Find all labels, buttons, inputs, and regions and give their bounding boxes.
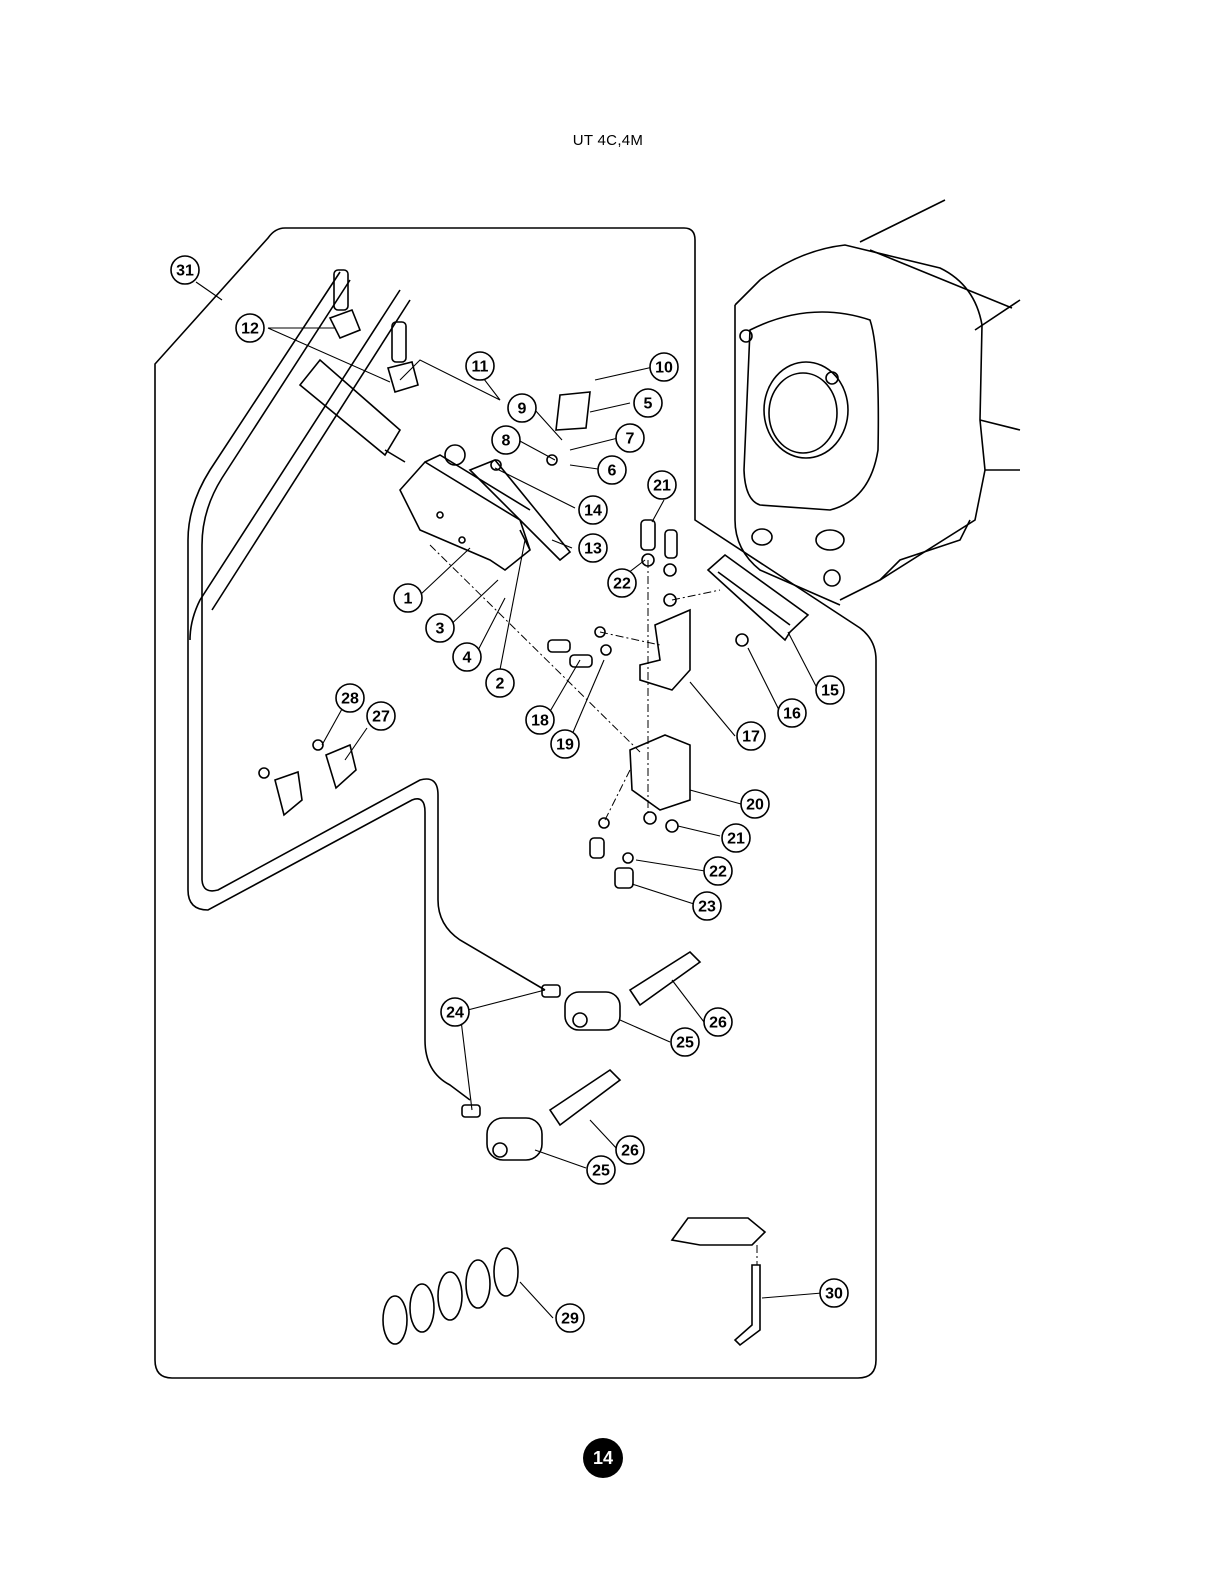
callout-label-29: 29 [561, 1311, 579, 1328]
rod-drawing [672, 1218, 765, 1345]
callout-label-27: 27 [372, 709, 390, 726]
callout-label-21: 21 [727, 831, 745, 848]
callout-label-23: 23 [698, 899, 716, 916]
callout-label-3: 3 [436, 621, 445, 638]
machine-head-drawing [735, 200, 1020, 605]
callout-label-13: 13 [584, 541, 602, 558]
callout-label-22: 22 [613, 576, 631, 593]
callout-label-22: 22 [709, 864, 727, 881]
callout-label-21: 21 [653, 478, 671, 495]
callout-label-11: 11 [472, 359, 489, 376]
page-number-badge: 14 [583, 1438, 623, 1478]
plate-drawing [556, 392, 590, 430]
callout-label-5: 5 [644, 396, 653, 413]
callout-label-17: 17 [742, 729, 760, 746]
callout-label-10: 10 [655, 360, 673, 377]
callout-label-30: 30 [825, 1286, 843, 1303]
y-fitting-drawing [462, 952, 700, 1160]
callout-label-20: 20 [746, 797, 764, 814]
callout-label-26: 26 [621, 1143, 639, 1160]
callout-label-1: 1 [404, 591, 413, 608]
callout-label-7: 7 [626, 431, 635, 448]
callout-label-14: 14 [584, 503, 602, 520]
solenoid-valve-drawing [300, 270, 418, 462]
callout-label-2: 2 [496, 676, 505, 693]
main-bracket-drawing [400, 445, 570, 570]
callout-label-31: 31 [176, 263, 194, 280]
callout-label-28: 28 [341, 691, 359, 708]
callout-label-18: 18 [531, 713, 549, 730]
callout-label-24: 24 [446, 1005, 464, 1022]
callout-label-15: 15 [821, 683, 839, 700]
callout-label-25: 25 [592, 1163, 610, 1180]
l-bracket-20-drawing [630, 735, 690, 810]
callout-label-8: 8 [502, 433, 511, 450]
callout-label-19: 19 [556, 737, 574, 754]
callout-label-9: 9 [518, 401, 527, 418]
callout-label-25: 25 [676, 1035, 694, 1052]
callout-label-6: 6 [608, 463, 617, 480]
callout-label-4: 4 [463, 650, 472, 667]
callout-label-16: 16 [783, 706, 801, 723]
hose-clip-drawing [275, 745, 356, 815]
callout-label-26: 26 [709, 1015, 727, 1032]
callout-label-12: 12 [241, 321, 259, 338]
hose-band-drawing [383, 1248, 518, 1344]
